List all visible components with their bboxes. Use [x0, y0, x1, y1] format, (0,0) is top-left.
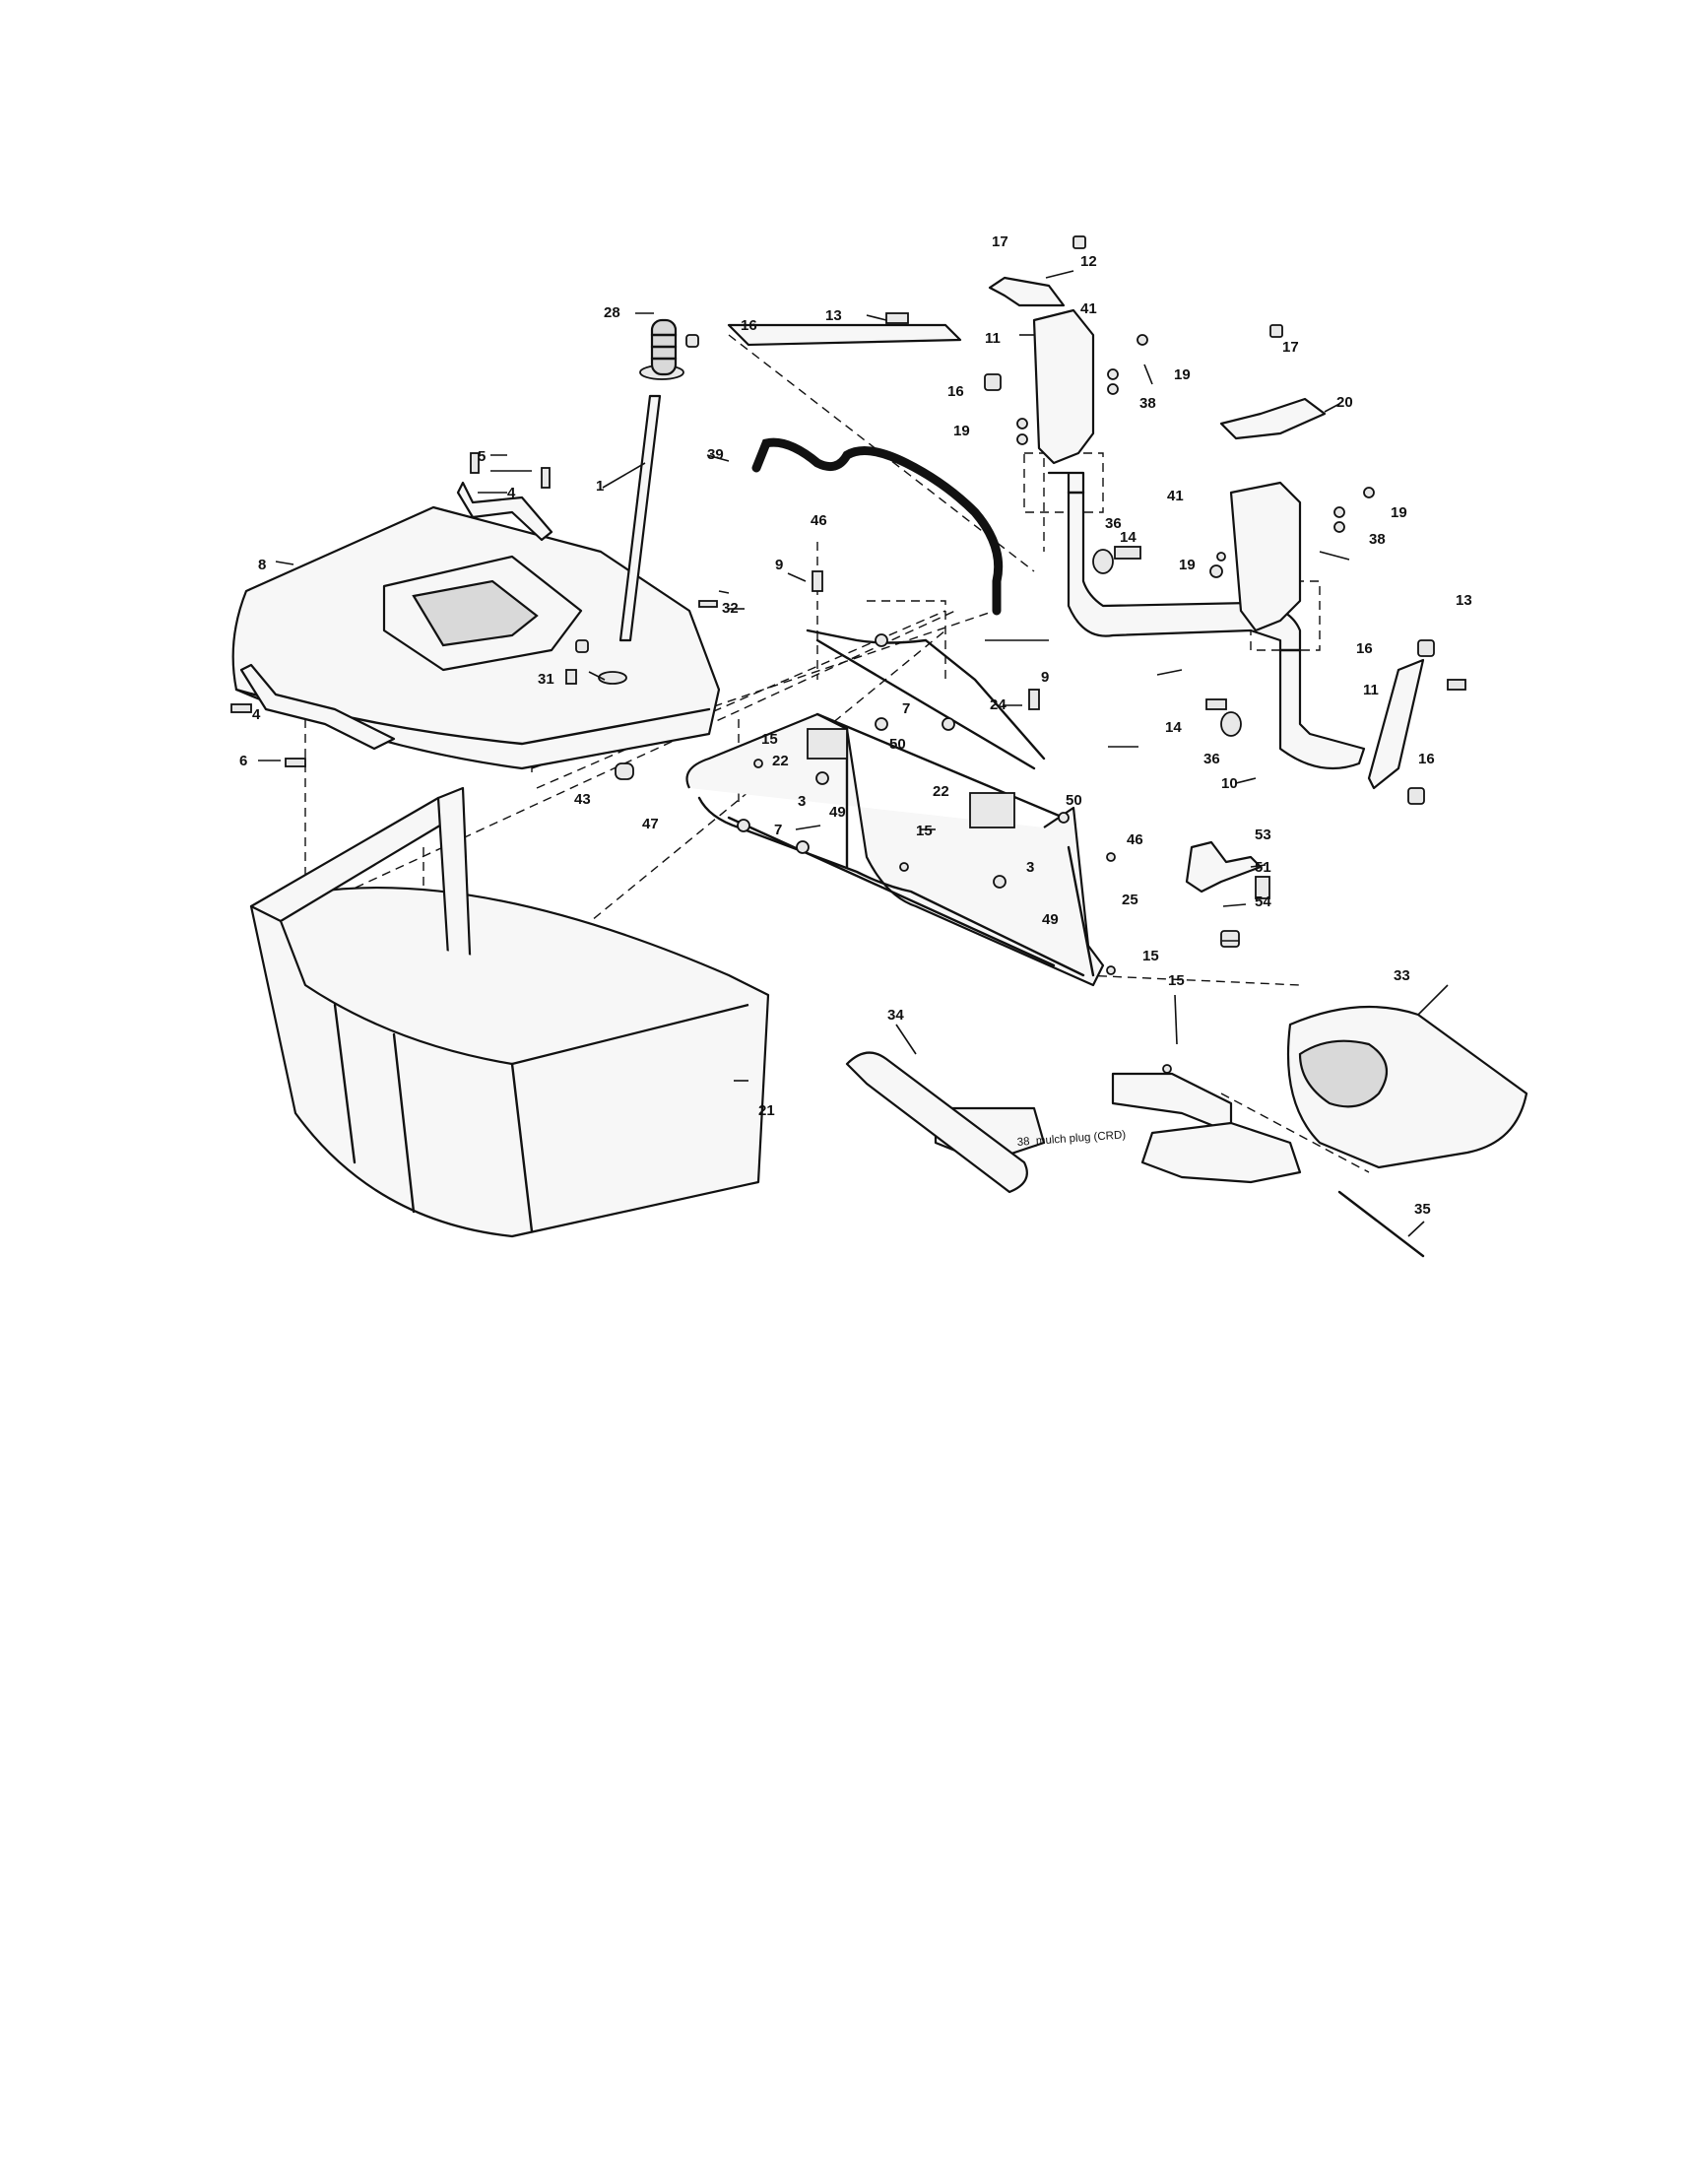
- handle-tube-part: [618, 318, 684, 642]
- callout-36a: 36: [1105, 515, 1122, 532]
- callout-38b: 38: [1369, 531, 1386, 548]
- callout-17a: 17: [992, 233, 1008, 250]
- callout-28: 28: [604, 304, 620, 321]
- callout-49a: 49: [829, 804, 846, 821]
- callout-5: 5: [478, 448, 486, 465]
- callout-34: 34: [887, 1007, 904, 1024]
- support-rod-part: [751, 437, 1004, 616]
- callout-25: 25: [1122, 892, 1138, 908]
- callout-46a: 46: [811, 512, 827, 529]
- callout-14a: 14: [1120, 529, 1137, 546]
- callout-43: 43: [574, 791, 591, 808]
- bag-frame-parts: [685, 629, 1105, 987]
- callout-19b: 19: [953, 423, 970, 439]
- callout-9a: 9: [775, 557, 783, 573]
- callout-19d: 19: [1179, 557, 1196, 573]
- callout-19a: 19: [1174, 366, 1191, 383]
- callout-49b: 49: [1042, 911, 1059, 928]
- callout-15a: 15: [761, 731, 778, 748]
- callout-14b: 14: [1165, 719, 1182, 736]
- callout-41a: 41: [1080, 300, 1097, 317]
- callout-16d: 16: [1418, 751, 1435, 767]
- callout-12: 12: [1080, 253, 1097, 270]
- callout-11a: 11: [985, 330, 1001, 347]
- callout-leader-lines: [258, 270, 1449, 1237]
- callout-41b: 41: [1167, 488, 1184, 504]
- callout-10: 10: [1221, 775, 1238, 792]
- callout-4b: 4: [252, 706, 261, 723]
- callout-15b: 15: [916, 823, 933, 839]
- callout-6: 6: [239, 753, 247, 769]
- callout-9b: 9: [1041, 669, 1049, 686]
- callout-47: 47: [642, 816, 659, 832]
- callout-19c: 19: [1391, 504, 1407, 521]
- hardware-fasteners: [230, 235, 1466, 1074]
- callout-32: 32: [722, 600, 739, 617]
- callout-3b: 3: [1026, 859, 1034, 876]
- callout-16c: 16: [1356, 640, 1373, 657]
- callout-38a: 38: [1139, 395, 1156, 412]
- callout-16b: 16: [947, 383, 964, 400]
- callout-50a: 50: [889, 736, 906, 753]
- callout-33: 33: [1394, 967, 1410, 984]
- callout-4a: 4: [507, 485, 516, 501]
- callout-35: 35: [1414, 1201, 1431, 1218]
- callout-39: 39: [707, 446, 724, 463]
- callout-13a: 13: [825, 307, 842, 324]
- bag-cover-part: [231, 505, 721, 770]
- callout-53: 53: [1255, 827, 1271, 843]
- callout-7a: 7: [902, 700, 910, 717]
- callout-1: 1: [596, 478, 604, 495]
- callout-51: 51: [1255, 859, 1271, 876]
- callout-20: 20: [1336, 394, 1353, 411]
- callout-50b: 50: [1066, 792, 1082, 809]
- callout-15c: 15: [1142, 948, 1159, 964]
- callout-labels: 1 3 3 4 4 5 6 7 7 8 9 9 10 11 11 12 13 1…: [239, 233, 1472, 1218]
- callout-11b: 11: [1363, 682, 1379, 698]
- callout-7b: 7: [774, 822, 782, 838]
- callout-46b: 46: [1127, 831, 1143, 848]
- callout-22b: 22: [933, 783, 949, 800]
- callout-21: 21: [758, 1102, 775, 1119]
- callout-16a: 16: [741, 317, 757, 334]
- callout-3a: 3: [798, 793, 806, 810]
- callout-31: 31: [538, 671, 554, 688]
- grass-bag-part: [249, 786, 770, 1238]
- callout-8: 8: [258, 557, 266, 573]
- callout-13b: 13: [1456, 592, 1472, 609]
- bag-handle-parts: [239, 481, 553, 751]
- callout-22a: 22: [772, 753, 789, 769]
- callout-15d: 15: [1168, 972, 1185, 989]
- callout-24: 24: [990, 696, 1007, 713]
- chute-deflector-parts: [845, 1005, 1528, 1258]
- callout-17b: 17: [1282, 339, 1299, 356]
- callout-36b: 36: [1203, 751, 1220, 767]
- mounting-bracket-parts: [727, 276, 1425, 893]
- callout-54: 54: [1255, 893, 1271, 910]
